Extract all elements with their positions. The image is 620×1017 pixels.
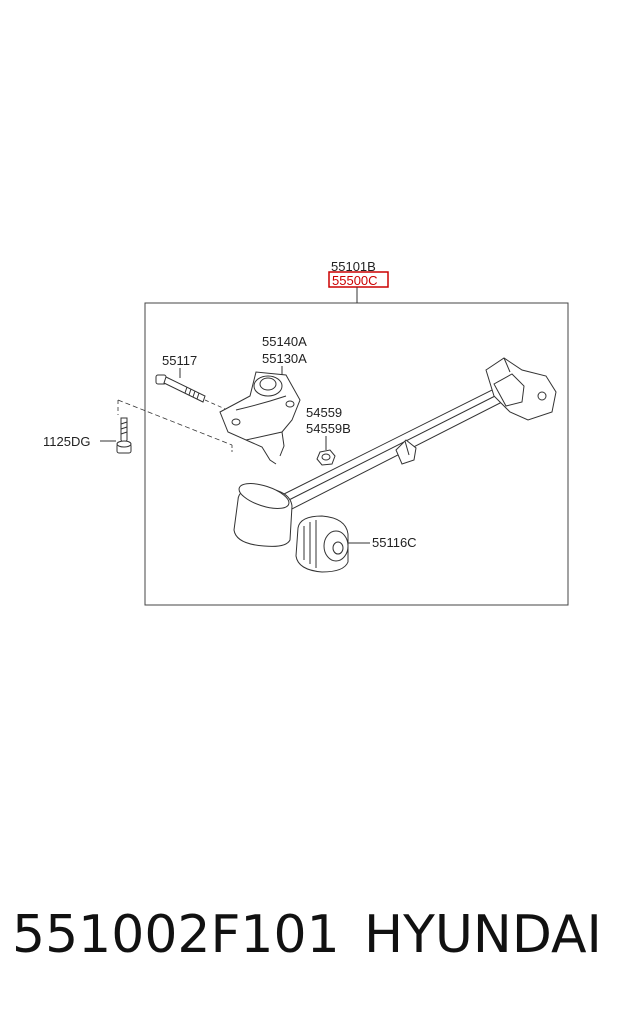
bolt-part: [155, 374, 206, 403]
assembly-frame: [144, 302, 569, 606]
bushing-housing-part: [233, 483, 293, 547]
highlight-box: [328, 271, 389, 288]
guide-line-upper: [117, 399, 233, 446]
label-bracket-a[interactable]: 55140A: [262, 334, 307, 349]
bracket-part: [219, 371, 301, 465]
nut-part: [316, 449, 336, 466]
brand-name: HYUNDAI: [364, 905, 602, 965]
label-nut-a[interactable]: 54559: [306, 405, 342, 420]
label-assembly[interactable]: 55101B: [331, 259, 376, 274]
label-bolt[interactable]: 55117: [162, 353, 197, 368]
label-screw[interactable]: 1125DG: [43, 434, 90, 449]
control-arm-part: [271, 357, 557, 515]
bushing-part: [295, 515, 349, 573]
label-nut-b[interactable]: 54559B: [306, 421, 351, 436]
label-bushing[interactable]: 55116C: [372, 535, 417, 550]
label-bracket-b[interactable]: 55130A: [262, 351, 307, 366]
part-number: 551002F101: [12, 905, 340, 965]
footer: 551002F101 HYUNDAI: [0, 905, 620, 975]
label-assembly-alt[interactable]: 55500C: [332, 273, 378, 288]
screw-part: [116, 417, 132, 454]
